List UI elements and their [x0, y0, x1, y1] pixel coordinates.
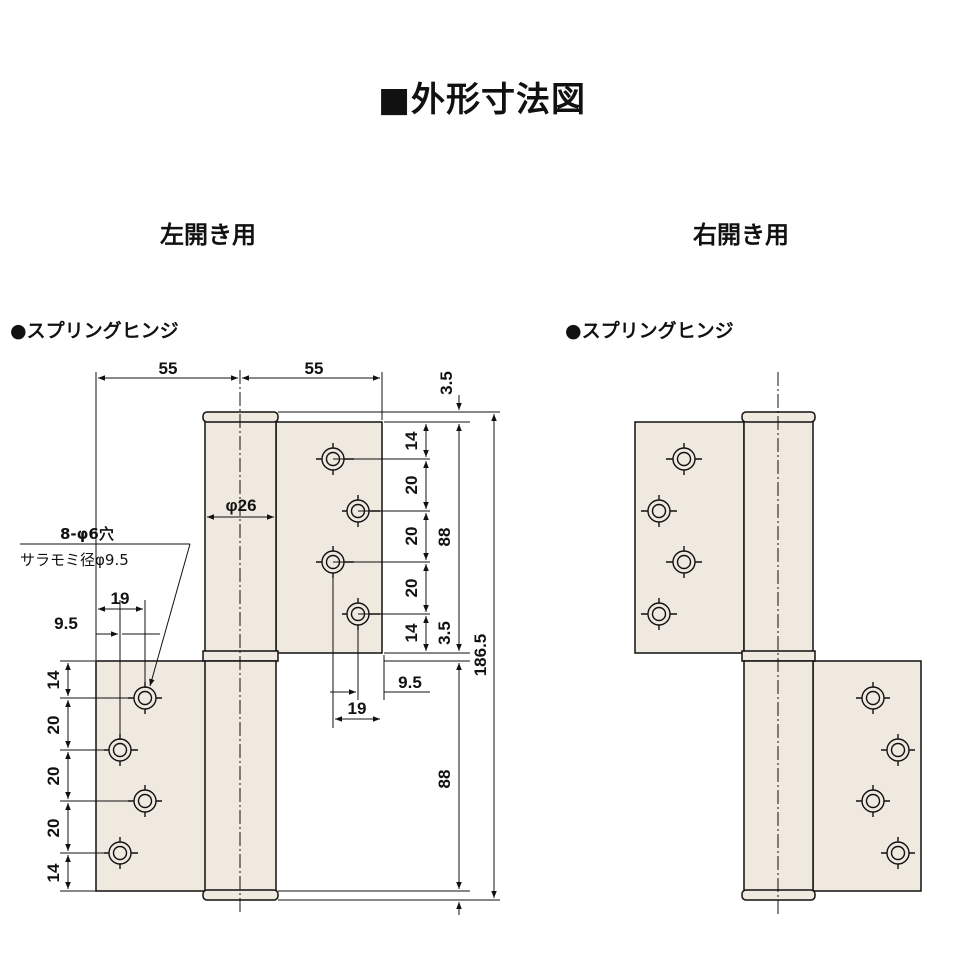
- right-product-label: ●スプリングヒンジ: [565, 320, 734, 342]
- left-dimension-lines: [20, 372, 500, 915]
- left-hole-6: [104, 734, 138, 766]
- hole-spec-count: 8-φ6穴: [60, 525, 114, 543]
- dim-hole-offset-a: 9.5: [398, 673, 422, 692]
- dim-mid-gap: 3.5: [435, 621, 454, 645]
- dim-total-height: 186.5: [471, 634, 490, 677]
- dim-leaf-width-left: 55: [159, 359, 178, 378]
- dim-hole-pitch-b: 20: [402, 527, 421, 546]
- dim-lower-pitch-a: 20: [44, 716, 63, 735]
- dim-hole-pitch-first: 14: [402, 431, 421, 450]
- dim-lower-offset-a: 9.5: [54, 614, 78, 633]
- left-hole-7: [128, 785, 162, 817]
- right-holes: [641, 443, 915, 869]
- left-product-label: ●スプリングヒンジ: [10, 320, 179, 342]
- right-hole-2: [641, 495, 677, 527]
- dim-leaf-width-right: 55: [305, 359, 324, 378]
- dim-lower-offset-b: 19: [111, 589, 130, 608]
- dim-hole-pitch-c: 20: [402, 579, 421, 598]
- right-hole-7: [856, 785, 890, 817]
- right-hole-4: [641, 598, 677, 630]
- left-hole-8: [104, 837, 138, 869]
- dim-knuckle-dia: φ26: [225, 496, 256, 515]
- dim-lower-pitch-first: 14: [44, 670, 63, 689]
- dim-leaf-height-lower: 88: [435, 770, 454, 789]
- right-hole-8: [881, 837, 915, 869]
- right-hole-5: [856, 682, 890, 714]
- dim-hole-offset-b: 19: [348, 699, 367, 718]
- right-hole-3: [666, 546, 702, 578]
- dim-lower-pitch-c: 20: [44, 819, 63, 838]
- right-hole-6: [881, 734, 915, 766]
- hole-spec-countersink: サラモミ径φ9.5: [20, 551, 129, 569]
- left-hinge: [95, 411, 383, 901]
- right-opening-heading: 右開き用: [693, 221, 789, 249]
- dim-lower-pitch-last: 14: [44, 863, 63, 882]
- dim-hole-pitch-last: 14: [402, 623, 421, 642]
- left-opening-heading: 左開き用: [160, 221, 256, 249]
- dim-hole-pitch-a: 20: [402, 476, 421, 495]
- right-hole-1: [666, 443, 702, 475]
- dim-lower-pitch-b: 20: [44, 767, 63, 786]
- left-hole-5: [128, 682, 162, 714]
- dim-top-gap: 3.5: [437, 371, 456, 395]
- dim-leaf-height-upper: 88: [435, 528, 454, 547]
- page-title: ■外形寸法図: [377, 80, 587, 120]
